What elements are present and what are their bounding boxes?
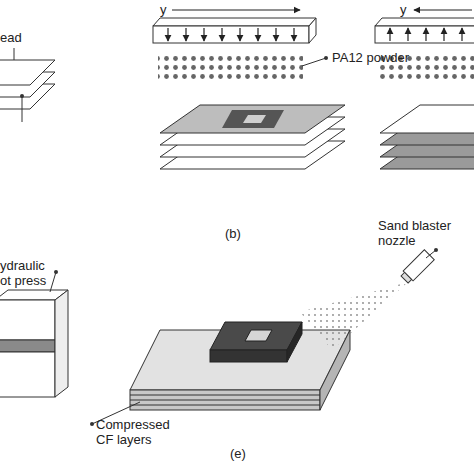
leader-line (302, 58, 326, 66)
heat-arrow (221, 28, 222, 41)
heat-arrow (293, 28, 294, 41)
heat-arrow (443, 28, 444, 41)
print-head (375, 18, 474, 43)
press-side (55, 290, 68, 397)
heat-arrow (461, 28, 462, 41)
powder-bed (160, 105, 345, 133)
callout-label: PA12 powder (332, 50, 432, 65)
heat-arrow (275, 28, 276, 41)
heat-arrow (389, 28, 390, 41)
powder-particles (158, 52, 303, 79)
leader-dot (54, 270, 58, 274)
heat-arrows (168, 28, 294, 41)
layer-stack (0, 60, 55, 109)
layer-sheet (380, 105, 474, 133)
leader-line (50, 272, 56, 292)
callout-label: Sand blaster nozzle (378, 218, 464, 248)
head-side (309, 18, 316, 43)
part-hole (243, 115, 266, 123)
axis-label: y (160, 2, 174, 17)
heat-arrow (407, 28, 408, 41)
printed-part (210, 322, 302, 362)
heat-arrow (185, 28, 186, 41)
heat-arrow (167, 28, 168, 41)
direction-arrow (172, 9, 300, 10)
part-hole (245, 330, 272, 341)
layer-stack (160, 105, 345, 169)
callout-label: ydraulic ot press (0, 258, 58, 288)
ply-line (130, 395, 320, 396)
ply-line (130, 400, 320, 401)
heat-arrow (425, 28, 426, 41)
leader-line (22, 96, 23, 122)
leader-line (14, 48, 15, 60)
leader-dot (20, 94, 24, 98)
panel-label: (e) (230, 446, 260, 461)
axis-label: y (400, 2, 414, 17)
part-front (210, 350, 287, 362)
nozzle-tip (401, 272, 412, 283)
ply-line (130, 405, 320, 406)
layer-stack (380, 105, 474, 169)
head-top (153, 18, 316, 26)
part-side (287, 322, 302, 362)
callout-label: Compressed CF layers (96, 417, 178, 447)
leader-dot (324, 56, 328, 60)
head-front (153, 26, 309, 43)
layer-sheet (0, 60, 55, 85)
sintered-region (222, 110, 284, 128)
heat-arrows (390, 28, 462, 41)
grit-spray (300, 282, 408, 350)
head-front (375, 26, 474, 43)
heat-arrow (239, 28, 240, 41)
leader-dot (434, 248, 438, 252)
print-head (153, 18, 316, 43)
callout-label: ead (0, 30, 40, 45)
press-lower-block (0, 352, 55, 397)
head-top (375, 18, 474, 26)
press-upper-block (0, 300, 55, 340)
heat-arrow (203, 28, 204, 41)
panel-label: (b) (225, 226, 255, 241)
part-top (210, 322, 302, 350)
press-sample (0, 340, 55, 352)
laminate-front (130, 390, 320, 410)
leader-dot (90, 422, 94, 426)
hot-press (0, 290, 68, 397)
heat-arrow (257, 28, 258, 41)
direction-arrow (414, 9, 472, 10)
